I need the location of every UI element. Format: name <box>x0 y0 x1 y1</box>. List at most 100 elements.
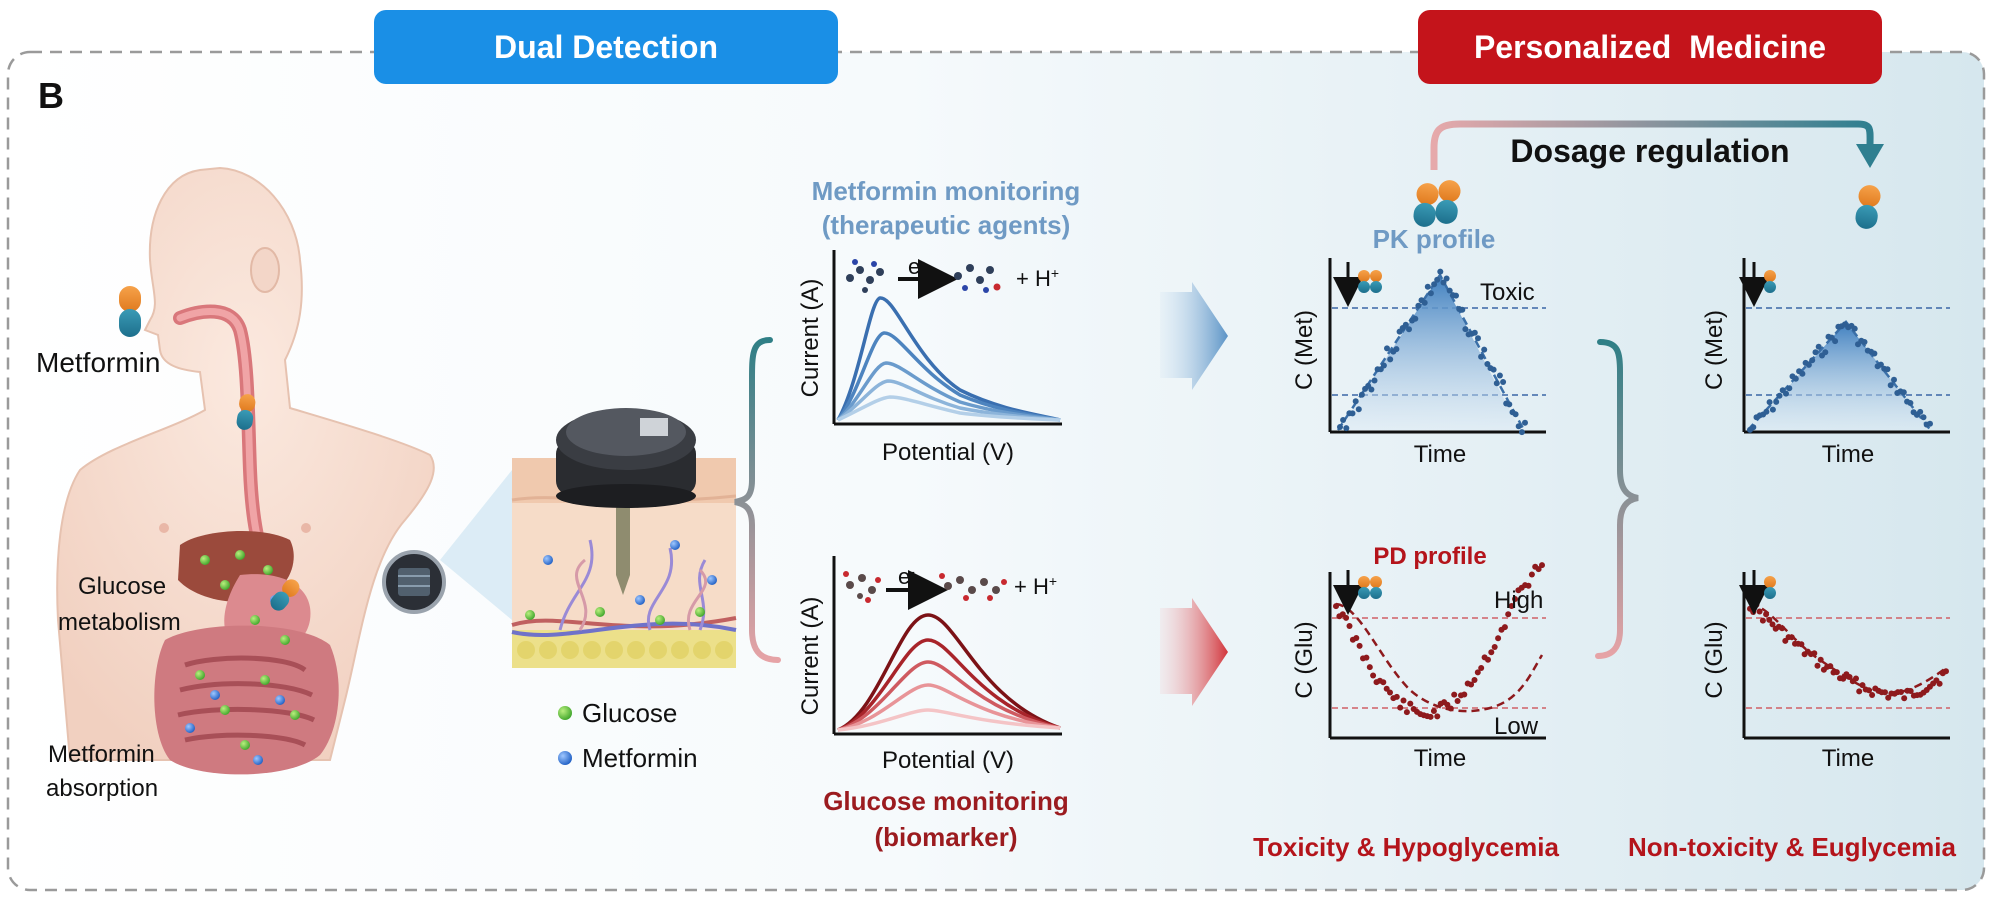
scatter-dot <box>1798 641 1805 648</box>
metformin-absorption-label-1: Metformin <box>48 741 155 768</box>
glucose-plot-ylabel: Current (A) <box>797 597 824 716</box>
low-label: Low <box>1494 713 1539 740</box>
scatter-dot <box>1832 338 1839 345</box>
scatter-dot <box>1475 335 1481 342</box>
scatter-dot <box>1799 370 1806 377</box>
scatter-dot <box>1471 329 1478 336</box>
scatter-dot <box>1882 689 1888 696</box>
scatter-dot <box>1884 366 1891 373</box>
scatter-dot <box>1763 611 1770 618</box>
scatter-dot <box>1461 691 1468 698</box>
high-label: High <box>1494 587 1543 614</box>
scatter-dot <box>1833 669 1840 676</box>
scatter-dot <box>1406 326 1412 333</box>
scatter-dot <box>1400 697 1407 704</box>
scatter-dot <box>1539 562 1545 569</box>
scatter-dot <box>1766 399 1773 406</box>
scatter-dot <box>1869 692 1876 698</box>
scatter-dot <box>1352 398 1359 405</box>
scatter-dot <box>1814 662 1821 669</box>
glucose-metabolism-label-2: metabolism <box>58 609 181 636</box>
scatter-dot <box>1363 654 1370 661</box>
scatter-dot <box>1907 688 1914 694</box>
pd-profile-title: PD profile <box>1373 543 1486 570</box>
scatter-dot <box>1943 668 1949 675</box>
scatter-dot <box>1484 361 1491 367</box>
pd-xlabel: Time <box>1414 745 1466 772</box>
scatter-dot <box>1340 417 1347 423</box>
metformin-label: Metformin <box>36 347 160 378</box>
scatter-dot <box>1485 656 1491 663</box>
scatter-dot <box>1535 566 1542 573</box>
scatter-dot <box>1437 268 1444 275</box>
scatter-dot <box>1766 616 1773 623</box>
scatter-dot <box>1871 350 1878 357</box>
personalized-medicine-label: Personalized Medicine <box>1474 29 1826 65</box>
scatter-dot <box>1393 346 1400 353</box>
personalized-medicine-header <box>1418 10 1882 84</box>
scatter-dot <box>1891 376 1897 383</box>
scatter-dot <box>1462 326 1469 333</box>
scatter-dot <box>1490 366 1497 373</box>
scatter-dot <box>1812 349 1819 356</box>
scatter-dot <box>1936 680 1943 687</box>
scatter-dot <box>1515 423 1522 430</box>
scatter-dot <box>1900 389 1907 396</box>
scatter-dot <box>1898 689 1904 695</box>
scatter-dot <box>1349 410 1356 417</box>
metformin-proton: + H+ <box>1016 265 1059 291</box>
scatter-dot <box>1403 709 1410 716</box>
sensor-skin-illustration <box>511 408 737 668</box>
scatter-dot <box>1917 408 1924 415</box>
scatter-dot <box>1773 398 1780 405</box>
scatter-dot <box>1783 390 1789 397</box>
scatter-dot <box>1508 603 1515 609</box>
scatter-dot <box>1856 688 1863 695</box>
pk-ylabel: C (Met) <box>1291 310 1318 390</box>
scatter-dot <box>1451 691 1458 698</box>
metformin-legend-label: Metformin <box>582 743 698 773</box>
single-dose-pill-icon <box>1855 185 1881 229</box>
scatter-dot <box>1500 379 1507 385</box>
glucose-monitoring-title-2: (biomarker) <box>874 822 1017 852</box>
right-brace <box>1595 339 1639 659</box>
pk-plot-toxic <box>1328 258 1546 436</box>
nontoxicity-outcome-label: Non-toxicity & Euglycemia <box>1628 832 1956 862</box>
right-pk-xlabel: Time <box>1822 441 1874 468</box>
scatter-dot <box>1753 601 1760 608</box>
scatter-dot <box>1488 649 1495 656</box>
scatter-dot <box>1446 287 1453 294</box>
scatter-dot <box>1901 695 1908 702</box>
pd-plot-hypo <box>1328 562 1546 740</box>
glucose-proton: + H+ <box>1014 573 1057 599</box>
scatter-dot <box>1846 674 1853 680</box>
left-brace <box>734 337 781 663</box>
scatter-dot <box>1815 343 1822 350</box>
double-dose-pill-icon <box>1413 180 1461 227</box>
right-pd-xlabel: Time <box>1822 745 1874 772</box>
scatter-dot <box>1453 292 1459 299</box>
glucose-legend-icon <box>558 706 572 720</box>
pd-plot-eu <box>1739 570 1950 740</box>
scatter-dot <box>1809 357 1816 364</box>
dosage-arrowhead <box>1856 144 1884 168</box>
scatter-dot <box>1412 315 1419 322</box>
scatter-dot <box>1522 419 1528 426</box>
scatter-dot <box>1356 642 1363 649</box>
scatter-dot <box>1512 596 1518 602</box>
pk-xlabel: Time <box>1414 441 1466 468</box>
scatter-dot <box>1431 281 1438 288</box>
scatter-dot <box>1346 623 1353 629</box>
scatter-dot <box>1434 276 1441 283</box>
scatter-dot <box>1468 681 1475 688</box>
scatter-dot <box>1822 349 1829 356</box>
glucose-plot-xlabel: Potential (V) <box>882 747 1014 774</box>
scatter-dot <box>1387 356 1394 363</box>
scatter-dot <box>1355 406 1362 413</box>
scatter-dot <box>1827 663 1834 670</box>
metformin-pill-icon <box>119 286 141 337</box>
scatter-dot <box>1851 325 1858 332</box>
metformin-electron: e- <box>908 253 925 279</box>
scatter-dot <box>1792 375 1799 382</box>
